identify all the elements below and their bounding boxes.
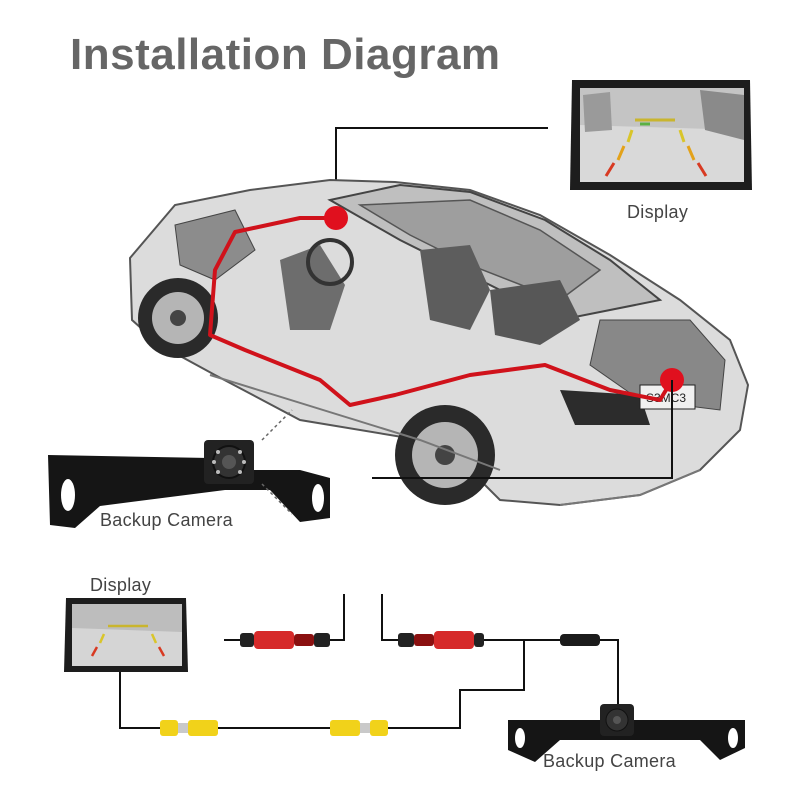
rca-connector-left — [160, 720, 218, 736]
backup-camera-label-bottom: Backup Camera — [543, 751, 676, 772]
display-monitor-top — [570, 80, 752, 190]
rca-connector-right — [330, 720, 388, 736]
wiring-lines — [120, 594, 618, 728]
diagram-title: Installation Diagram — [70, 30, 501, 80]
camera-inline-connector — [560, 634, 600, 646]
backup-camera-label-top: Backup Camera — [100, 510, 233, 531]
display-label-top: Display — [627, 202, 688, 223]
display-label-bottom: Display — [90, 575, 151, 596]
power-connector-right — [398, 631, 484, 649]
display-monitor-bottom — [64, 598, 188, 672]
power-connector-left — [240, 631, 330, 649]
